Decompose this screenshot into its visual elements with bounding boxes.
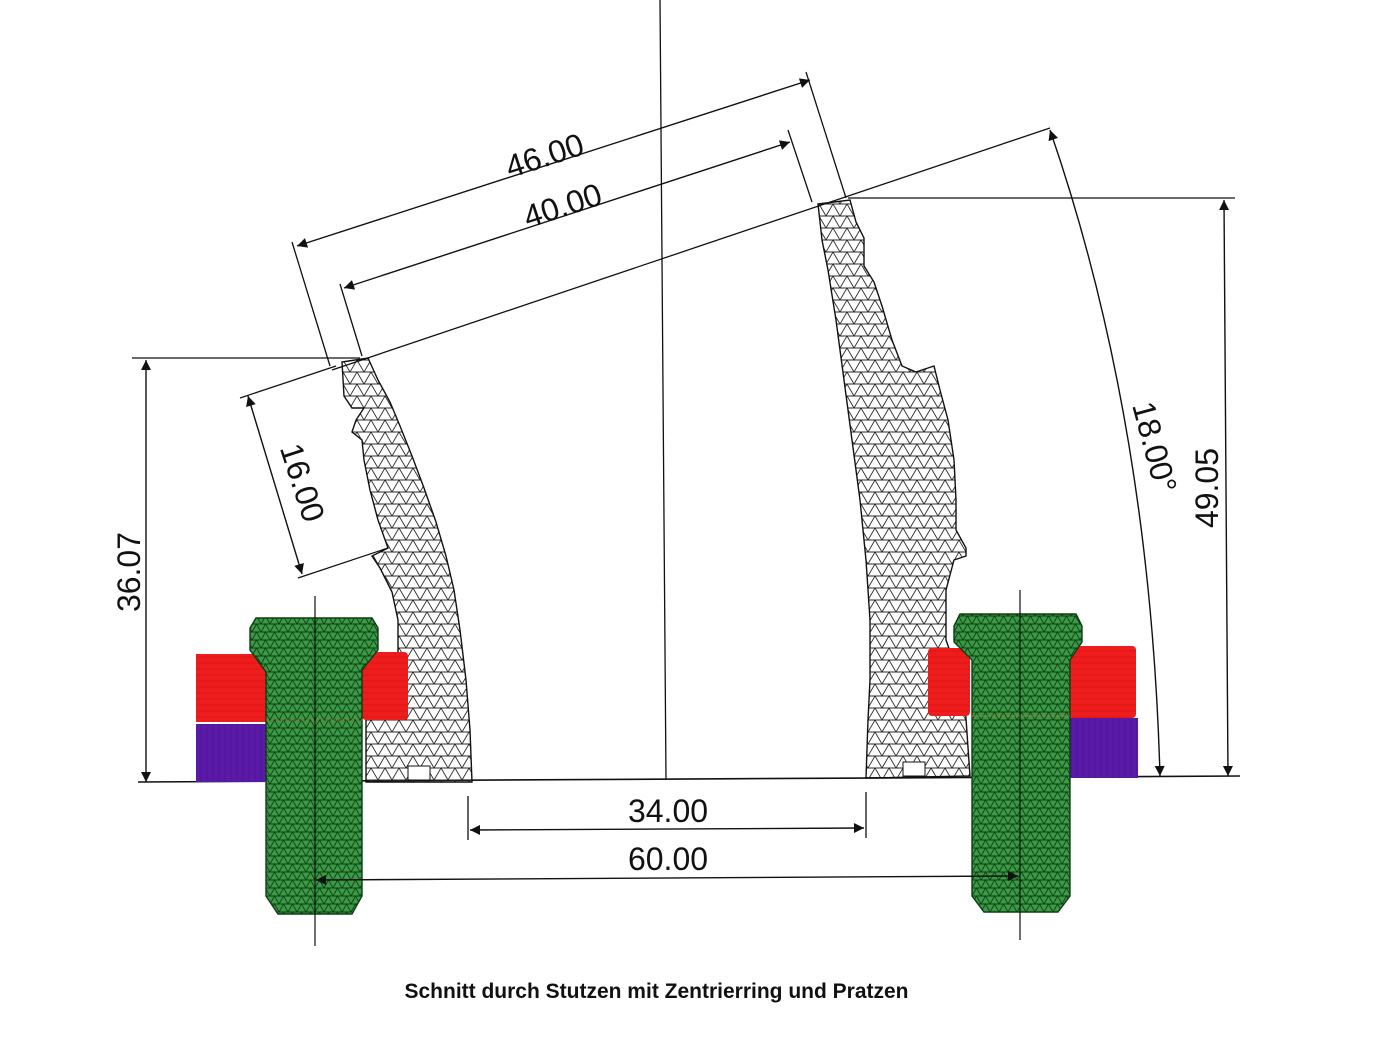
right-flange-profile (817, 199, 971, 779)
dim-60-line (315, 871, 1019, 885)
dim-angle-arc (1048, 129, 1165, 777)
left-clamp-purple (196, 724, 266, 782)
right-clamp-red-outer (1068, 646, 1136, 718)
right-clamp-red-inner (928, 648, 970, 716)
dim-46-ext-left (291, 241, 331, 367)
dim-40-label: 40.00 (519, 176, 606, 235)
dim-40-ext-right (787, 129, 813, 203)
dim-40-line (343, 140, 791, 290)
dim-16-ext-bottom (297, 547, 389, 579)
center-axis (659, 0, 667, 781)
left-flange-notch (407, 765, 431, 781)
dim-36-label: 36.07 (111, 532, 147, 612)
right-bolt (953, 613, 1083, 913)
dim-49-label: 49.05 (1189, 448, 1225, 528)
dim-34-line (469, 823, 865, 835)
dim-16-ext-top (239, 365, 337, 399)
dim-40-ext-left (339, 283, 363, 357)
left-clamp-red-outer (196, 654, 266, 722)
top-reference-line (331, 127, 1051, 371)
left-clamp-red-inner (362, 652, 408, 720)
dim-34-label: 34.00 (628, 793, 708, 829)
dim-16-label: 16.00 (273, 439, 332, 526)
dim-46-label: 46.00 (501, 126, 588, 185)
right-clamp-purple (1068, 718, 1138, 778)
dim-16-line (246, 395, 304, 575)
drawing-caption: Schnitt durch Stutzen mit Zentrierring u… (404, 980, 909, 1003)
dim-49-line (1219, 199, 1233, 777)
left-bolt (249, 617, 379, 915)
right-flange-notch (902, 761, 926, 777)
dim-60-label: 60.00 (628, 841, 708, 877)
dim-46-ext-right (805, 71, 847, 199)
